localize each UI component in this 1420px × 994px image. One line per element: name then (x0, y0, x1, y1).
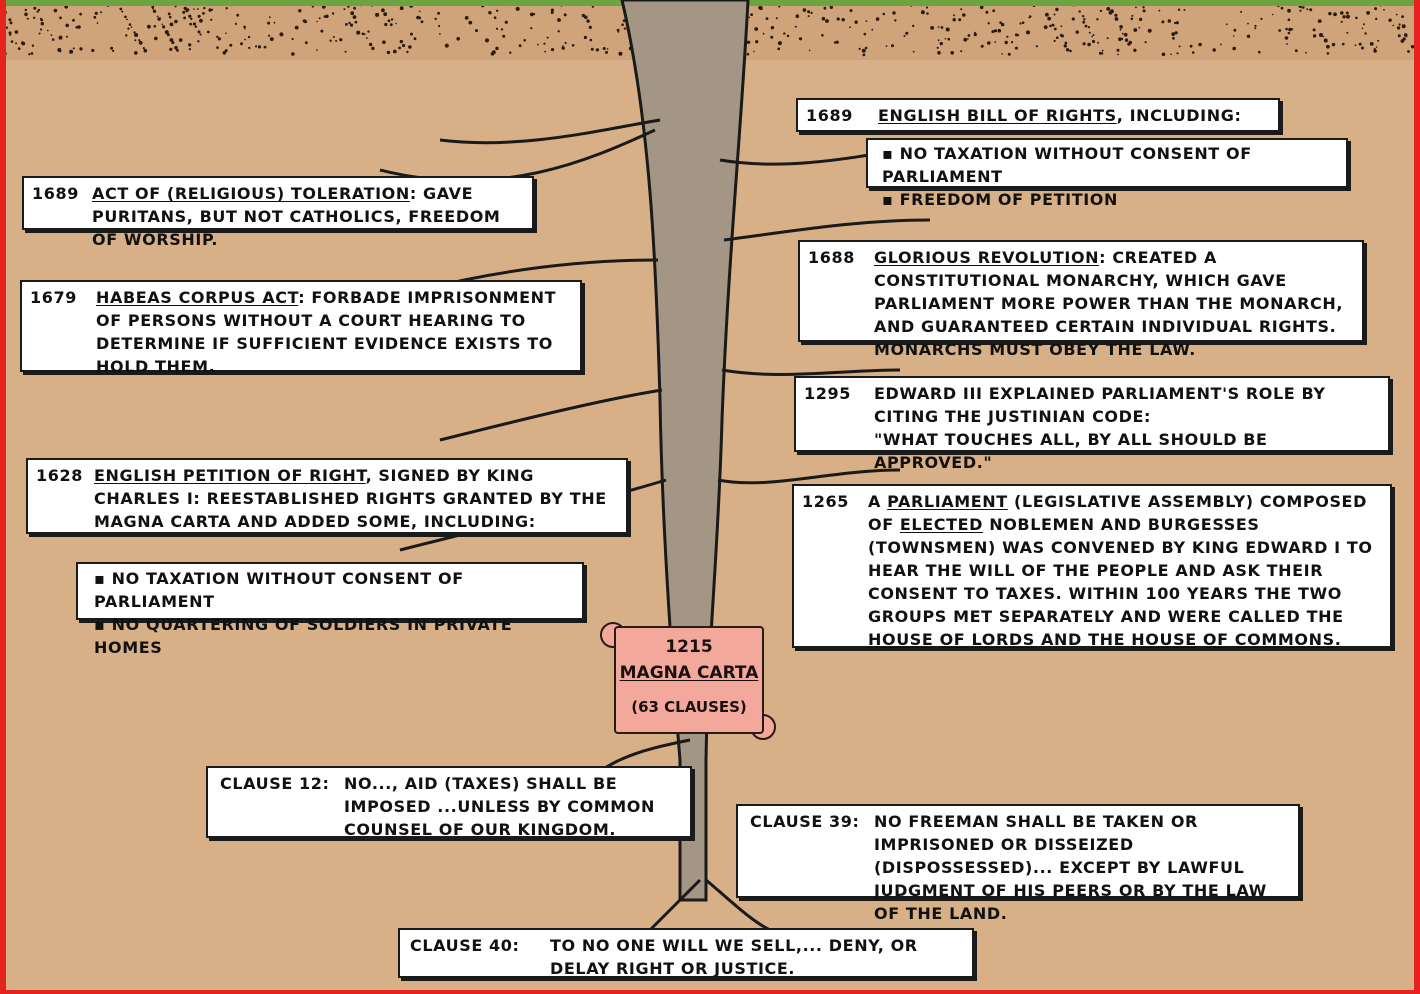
box-1628-petition-of-right: 1628 English Petition of Right, signed b… (26, 458, 628, 534)
clause-label: Clause 40: (410, 936, 520, 955)
bill-title: English Bill of Rights (878, 106, 1117, 125)
of-term: of (939, 630, 966, 649)
clause-label: Clause 39: (750, 812, 860, 831)
glorious-rest: : Created a constitutional monarchy, whi… (874, 248, 1344, 359)
text-part: and the (1034, 630, 1132, 649)
box-1265-parliament: 1265 A Parliament (legislative assembly)… (792, 484, 1392, 651)
of-term: of (1202, 630, 1229, 649)
edward-line-2: citing the Justinian Code: (874, 407, 1152, 426)
house-term: House (868, 630, 934, 649)
bill-items-list: No taxation without consent of Parliamen… (868, 140, 1346, 211)
year-label: 1265 (802, 492, 849, 511)
toleration-rest: : Gave Puritans, but not Catholics, free… (92, 184, 501, 249)
petition-text: English Petition of Right, signed by Kin… (94, 464, 620, 533)
petition-rest: , signed by King Charles I: reestablishe… (94, 466, 607, 531)
box-clause-12: Clause 12: No..., aid (taxes) shall be i… (206, 766, 692, 839)
habeas-title: Habeas Corpus Act (96, 288, 299, 307)
box-1679-habeas-corpus: 1679 Habeas Corpus Act: Forbade imprison… (20, 280, 582, 376)
petition-title: English Petition of Right (94, 466, 366, 485)
clause-text: To no one will we sell,... deny, or dela… (550, 936, 918, 978)
year-label: 1689 (806, 106, 853, 125)
toleration-text: Act of (Religious) Toleration: Gave Puri… (92, 182, 526, 251)
scroll-body: 1215 Magna Carta (63 clauses) (614, 626, 764, 734)
magna-carta-scroll: 1215 Magna Carta (63 clauses) (600, 622, 776, 740)
year-label: 1688 (808, 248, 855, 267)
elected-term: elected (899, 515, 984, 534)
list-item: No taxation without consent of Parliamen… (94, 567, 582, 613)
box-1689-toleration: 1689 Act of (Religious) Toleration: Gave… (22, 176, 534, 249)
glorious-title: Glorious Revolution (874, 248, 1100, 267)
box-clause-39: Clause 39: No freeman shall be taken or … (736, 804, 1300, 923)
toleration-title: Act of (Religious) Toleration (92, 184, 410, 203)
magna-year: 1215 (665, 637, 713, 657)
habeas-rest: : Forbade imprisonment of persons withou… (96, 288, 557, 376)
text-part: A (868, 492, 888, 511)
box-1689-bill-items: No taxation without consent of Parliamen… (866, 138, 1348, 209)
edward-line-1: Edward III Explained Parliament's role b… (874, 384, 1326, 403)
bill-rest: , including: (1116, 106, 1242, 125)
list-item: Freedom of petition (882, 188, 1346, 211)
magna-clauses: (63 clauses) (631, 698, 747, 716)
box-1688-glorious-revolution: 1688 Glorious Revolution: Created a cons… (798, 240, 1364, 359)
bill-heading: English Bill of Rights, including: (878, 104, 1241, 127)
commons-term: Commons (1234, 630, 1335, 649)
petition-items-list: No taxation without consent of Parliamen… (78, 564, 582, 659)
magna-title: Magna Carta (619, 663, 759, 683)
list-item: No taxation without consent of Parliamen… (882, 142, 1346, 188)
box-clause-40: Clause 40: To no one will we sell,... de… (398, 928, 974, 978)
parliament-text: A Parliament (legislative assembly) comp… (868, 490, 1384, 651)
list-item: No quartering of soldiers in private hom… (94, 613, 582, 659)
parliament-term: Parliament (887, 492, 1008, 511)
habeas-text: Habeas Corpus Act: Forbade imprisonment … (96, 286, 574, 378)
edward-line-3: "What touches all, by all should be appr… (874, 430, 1268, 472)
house-term: House (1131, 630, 1197, 649)
text-part: . (1334, 630, 1342, 649)
year-label: 1628 (36, 466, 83, 485)
year-label: 1689 (32, 184, 79, 203)
box-1295-edward: 1295 Edward III Explained Parliament's r… (794, 376, 1390, 472)
tree-trunk (620, 0, 750, 902)
clause-text: No freeman shall be taken or imprisoned … (874, 812, 1267, 923)
edward-text: Edward III Explained Parliament's role b… (874, 382, 1382, 474)
text-part: noblemen and burgesses (townsmen) was co… (868, 515, 1373, 626)
box-1628-items: No taxation without consent of Parliamen… (76, 562, 584, 657)
lords-term: Lords (971, 630, 1035, 649)
clause-text: No..., aid (taxes) shall be imposed ...u… (344, 774, 656, 839)
glorious-text: Glorious Revolution: Created a constitut… (874, 246, 1356, 361)
year-label: 1679 (30, 288, 77, 307)
clause-label: Clause 12: (220, 774, 330, 793)
box-1689-bill-of-rights: 1689 English Bill of Rights, including: (796, 98, 1280, 132)
text-part: (legislative assembly) composed of (868, 492, 1367, 534)
year-label: 1295 (804, 384, 851, 403)
